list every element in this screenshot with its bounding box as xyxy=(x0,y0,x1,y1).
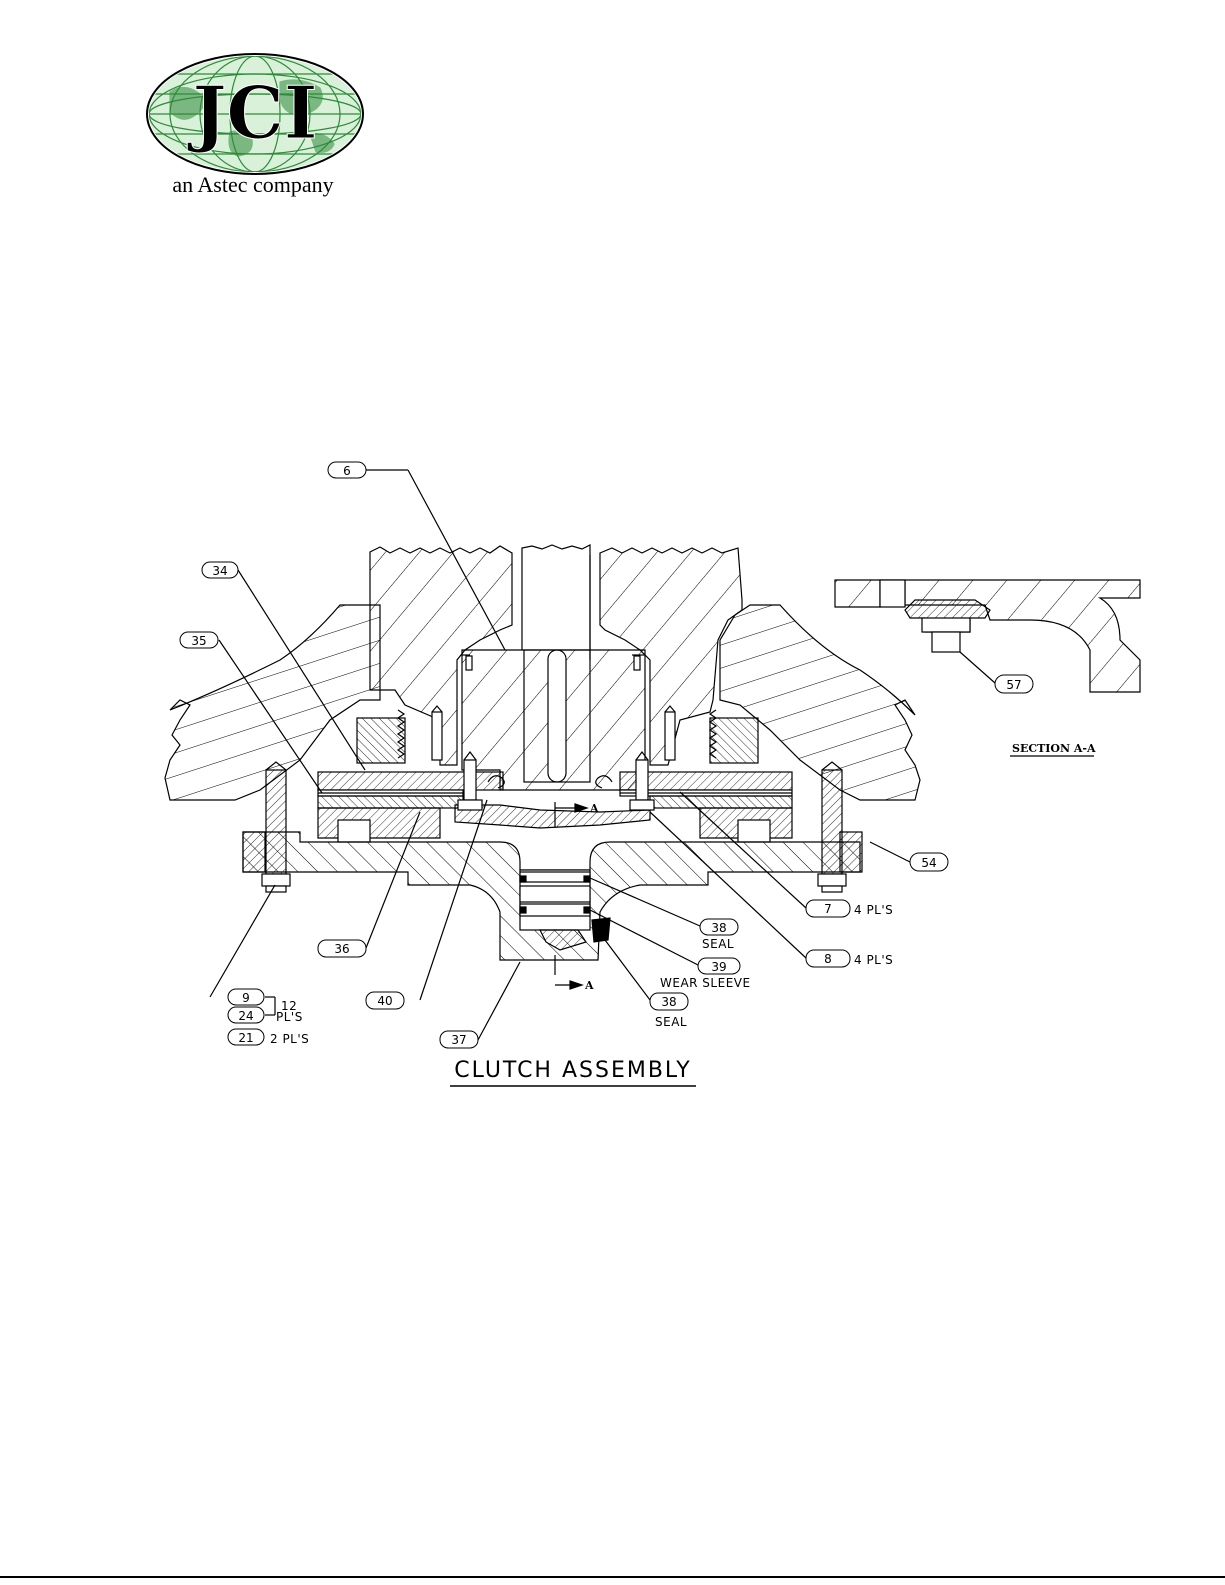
svg-text:6: 6 xyxy=(343,464,351,478)
svg-text:9: 9 xyxy=(242,991,250,1005)
footer-rule xyxy=(0,1576,1225,1578)
svg-text:57: 57 xyxy=(1006,678,1021,692)
svg-text:38: 38 xyxy=(661,995,676,1009)
callout-8: 8 4 PL'S xyxy=(806,950,893,967)
callout-57: 57 xyxy=(995,675,1033,693)
callout-21: 21 2 PL'S xyxy=(228,1029,309,1046)
svg-text:34: 34 xyxy=(212,564,227,578)
svg-text:PL'S: PL'S xyxy=(276,1010,303,1024)
callout-38-upper: 38 SEAL xyxy=(700,919,738,951)
section-marker-upper: A xyxy=(589,802,599,815)
svg-text:SEAL: SEAL xyxy=(702,937,734,951)
callout-54: 54 xyxy=(910,853,948,871)
callout-36: 36 xyxy=(318,940,366,957)
callout-6: 6 xyxy=(328,462,366,478)
svg-text:36: 36 xyxy=(334,942,349,956)
svg-text:4 PL'S: 4 PL'S xyxy=(854,953,893,967)
svg-text:54: 54 xyxy=(921,856,936,870)
svg-text:40: 40 xyxy=(377,994,392,1008)
svg-text:2 PL'S: 2 PL'S xyxy=(270,1032,309,1046)
svg-text:37: 37 xyxy=(451,1033,466,1047)
svg-text:7: 7 xyxy=(824,902,832,916)
svg-text:4 PL'S: 4 PL'S xyxy=(854,903,893,917)
callout-7: 7 4 PL'S xyxy=(806,900,893,917)
drawing-title: CLUTCH ASSEMBLY xyxy=(454,1058,691,1083)
svg-text:8: 8 xyxy=(824,952,832,966)
svg-text:24: 24 xyxy=(238,1009,253,1023)
svg-text:35: 35 xyxy=(191,634,206,648)
callout-38-lower: 38 SEAL xyxy=(650,993,688,1029)
callout-34: 34 xyxy=(202,562,238,578)
svg-text:WEAR SLEEVE: WEAR SLEEVE xyxy=(660,976,751,990)
section-aa-title: SECTION A-A xyxy=(1012,742,1096,755)
section-marker-lower: A xyxy=(584,979,594,992)
svg-text:SEAL: SEAL xyxy=(655,1015,687,1029)
callout-37: 37 xyxy=(440,1031,478,1048)
svg-text:39: 39 xyxy=(711,960,726,974)
callout-39: 39 WEAR SLEEVE xyxy=(660,958,751,990)
svg-text:21: 21 xyxy=(238,1031,253,1045)
callout-40: 40 xyxy=(366,992,404,1009)
svg-text:38: 38 xyxy=(711,921,726,935)
callout-35: 35 xyxy=(180,632,218,648)
drawing-geometry xyxy=(165,470,1140,1086)
